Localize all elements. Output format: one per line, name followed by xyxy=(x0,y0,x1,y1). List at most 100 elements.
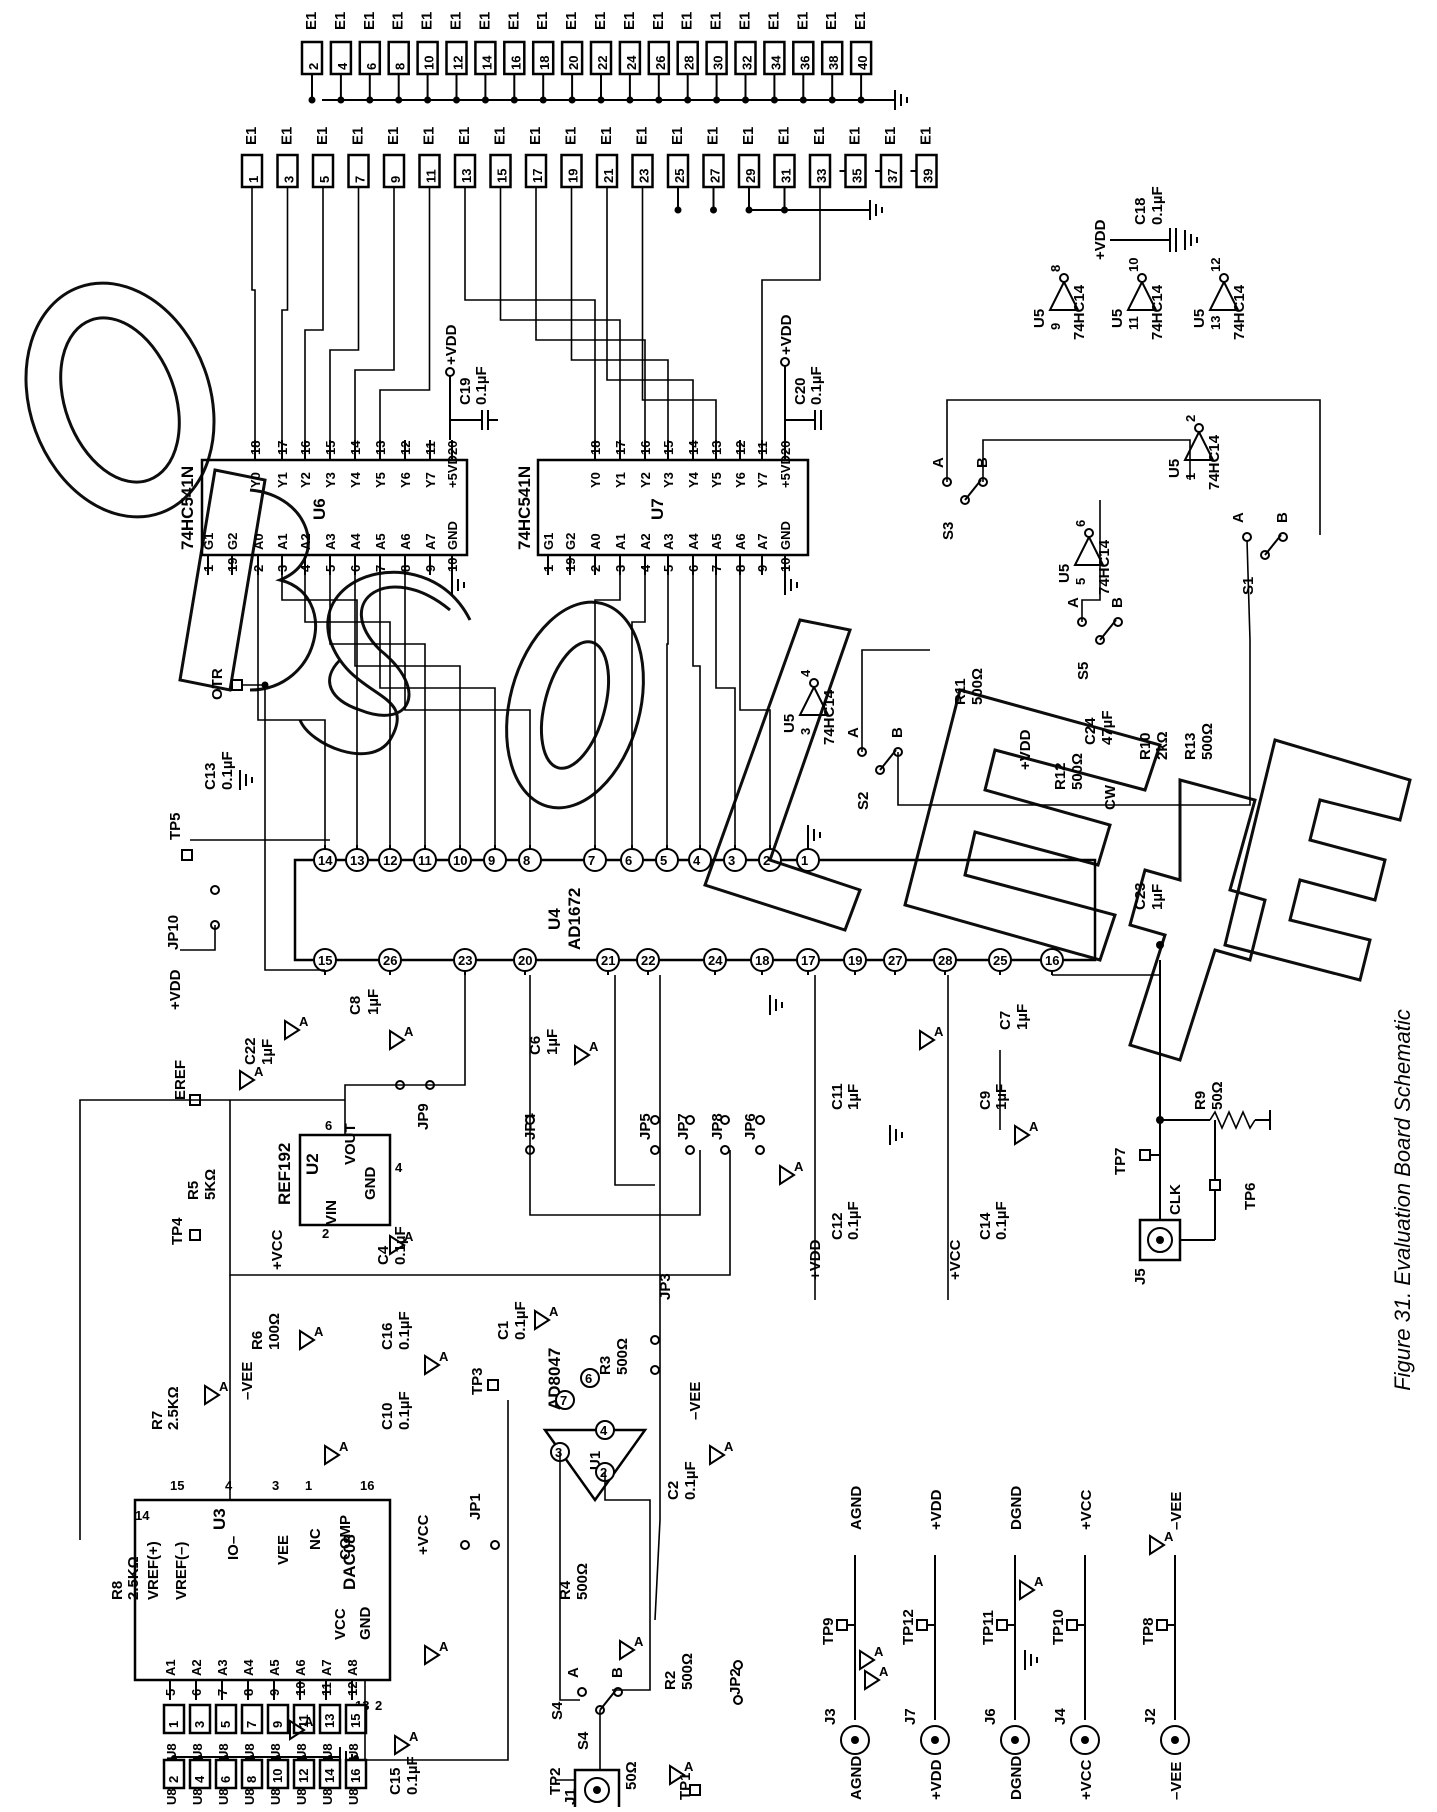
switch-wire xyxy=(1081,500,1101,622)
component-label: 0.1µF xyxy=(682,1461,699,1500)
terminal-prefix: E1 xyxy=(852,12,869,30)
data-link xyxy=(631,575,646,845)
pin-name: A1 xyxy=(163,1659,178,1676)
pin-number: 4 xyxy=(225,1478,233,1493)
terminal-number: 40 xyxy=(855,56,870,70)
terminal-number: 12 xyxy=(296,1769,311,1783)
rail-name: DGND xyxy=(1008,1486,1025,1530)
pin-number: 18 xyxy=(248,441,263,455)
component-label: C14 xyxy=(977,1212,994,1240)
terminal-number: 20 xyxy=(566,56,581,70)
component-label: –VEE xyxy=(239,1362,256,1400)
jumper-pin xyxy=(733,1695,743,1705)
component-label: 0.1µF xyxy=(512,1301,529,1340)
pin-circle xyxy=(448,848,472,872)
terminal-box xyxy=(266,1703,290,1735)
terminal-prefix: E1 xyxy=(476,12,493,30)
pin-number: 27 xyxy=(888,953,902,968)
pin-name: A5 xyxy=(373,533,388,550)
pin-circle xyxy=(796,948,820,972)
pin-circle xyxy=(413,848,437,872)
pin-name: GND xyxy=(357,1607,374,1641)
terminal-prefix: E1 xyxy=(669,127,686,145)
component-label: C12 xyxy=(829,1212,846,1240)
switch-wire xyxy=(946,399,1321,535)
component-label: +VDD xyxy=(1017,729,1034,770)
pin-name: NC xyxy=(307,1528,324,1550)
u8-prefix: U8 xyxy=(164,1788,179,1805)
pin-number: 13 xyxy=(373,441,388,455)
pin-name: +5VD xyxy=(445,455,460,488)
pin-number: 17 xyxy=(801,953,815,968)
e1-terminal: E18 xyxy=(387,12,410,104)
jack-label: J2 xyxy=(1142,1708,1159,1725)
bus-wire xyxy=(464,187,596,440)
svg-text:C19: C19 xyxy=(457,377,474,405)
svg-text:+VDD: +VDD xyxy=(778,314,795,355)
testpoint xyxy=(916,1619,928,1631)
pin-name: A6 xyxy=(733,533,748,550)
c18-value: 0.1µF xyxy=(1149,186,1166,225)
data-link xyxy=(304,575,391,845)
pin-name: A7 xyxy=(755,533,770,550)
pin-number: 4 xyxy=(638,564,653,572)
pin-number: 23 xyxy=(458,953,472,968)
pin-circle xyxy=(933,948,957,972)
pin-name: Y7 xyxy=(423,472,438,488)
jumper-pin xyxy=(650,1365,660,1375)
pin-circle xyxy=(796,848,820,872)
agnd-letter: A xyxy=(254,1064,264,1079)
pin-in: 13 xyxy=(1208,316,1223,330)
component-label: TP5 xyxy=(167,812,184,840)
u5-part: 74HC14 xyxy=(821,689,838,745)
otr-testpoint xyxy=(231,679,243,691)
pin-number: 9 xyxy=(488,853,495,868)
tp-label: TP12 xyxy=(900,1609,917,1645)
bus-wire xyxy=(329,187,360,440)
switch-a: A xyxy=(1065,597,1082,608)
terminal-number: 26 xyxy=(653,56,668,70)
pin-circle xyxy=(636,948,660,972)
e1-terminal: E11 xyxy=(240,127,264,189)
pin-number: 5 xyxy=(323,565,338,572)
pin-out: 6 xyxy=(1073,520,1088,527)
ground-symbol xyxy=(889,1125,903,1145)
analog-ground-symbol: A xyxy=(1019,1574,1044,1601)
svg-text:GND: GND xyxy=(362,1167,379,1201)
switch-label: S3 xyxy=(940,522,957,540)
agnd-letter: A xyxy=(684,1759,694,1774)
pin-name: A1 xyxy=(613,533,628,550)
pin-circle xyxy=(583,848,607,872)
pin-number: 5 xyxy=(163,1689,178,1696)
terminal-number: 35 xyxy=(850,169,865,183)
pin-number: 6 xyxy=(686,565,701,572)
pin-name: VREF(+) xyxy=(145,1541,162,1600)
ground-symbol xyxy=(784,575,798,595)
pin-number: 14 xyxy=(686,440,701,455)
pin-name: GND xyxy=(778,521,793,550)
component-label: 0.1µF xyxy=(219,751,236,790)
pin-number: 1 xyxy=(201,565,216,572)
pin-name: A5 xyxy=(267,1659,282,1676)
terminal-number: 4 xyxy=(335,62,350,70)
testpoint xyxy=(689,1784,701,1796)
pin-number: 9 xyxy=(267,1689,282,1696)
u4-part-label: AD1672 xyxy=(565,888,584,950)
bus-wire xyxy=(641,187,717,440)
pin-circle xyxy=(655,848,679,872)
terminal-box xyxy=(318,1703,342,1735)
analog-net xyxy=(559,1452,580,1701)
component-label: C7 xyxy=(997,1011,1014,1030)
pin-name: G1 xyxy=(541,533,556,550)
pin-number: 10 xyxy=(778,558,793,572)
u8-prefix: U8 xyxy=(268,1788,283,1805)
pin-circle xyxy=(843,948,867,972)
pin-number: 22 xyxy=(641,953,655,968)
